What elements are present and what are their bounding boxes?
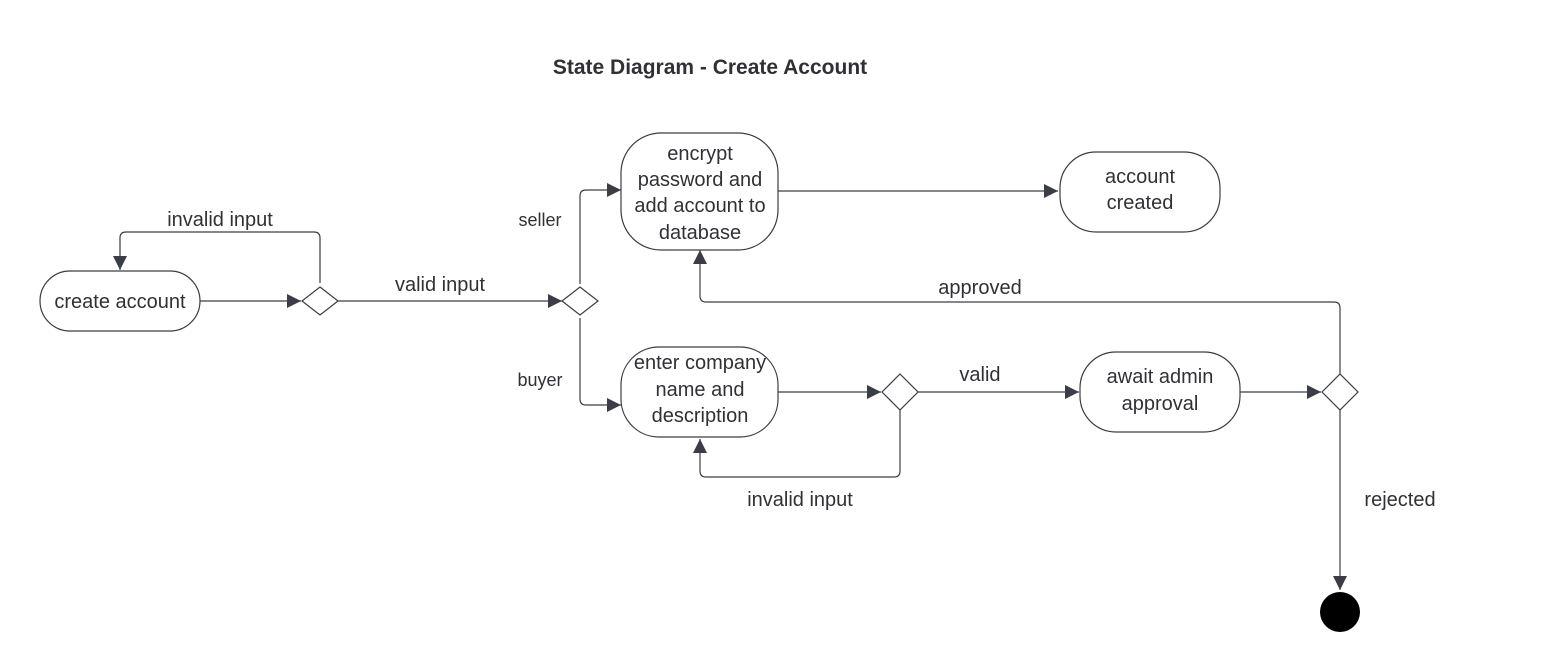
state-company-info-line-3: description (652, 405, 749, 427)
state-create-account-label: create account (54, 291, 186, 313)
edge-label-valid-input: valid input (395, 274, 486, 296)
edge-label-valid: valid (959, 364, 1000, 386)
state-account-created: account created (1059, 151, 1221, 233)
state-company-info-line-1: enter company (634, 352, 766, 374)
edge-buyer (579, 318, 621, 412)
state-company-info-line-2: name and (656, 379, 745, 401)
decision-validate-input (301, 286, 339, 316)
edge-seller (579, 183, 621, 284)
state-await-approval-line-1: await admin (1107, 366, 1214, 388)
state-account-created-line-1: account (1105, 166, 1175, 188)
state-encrypt-line-1: encrypt (667, 143, 733, 165)
state-company-info: enter company name and description (620, 346, 779, 438)
edge-label-invalid-input-bottom: invalid input (747, 489, 853, 511)
edge-label-buyer: buyer (517, 370, 562, 390)
state-await-approval-line-2: approval (1122, 393, 1199, 415)
edge-approved (693, 250, 1341, 374)
state-encrypt-line-2: password and (638, 169, 763, 191)
edge-label-approved: approved (938, 277, 1021, 299)
state-encrypt-line-4: database (659, 222, 741, 244)
final-state (1320, 592, 1360, 632)
state-encrypt-password: encrypt password and add account to data… (620, 132, 779, 251)
decision-account-type (561, 286, 599, 316)
state-encrypt-line-3: add account to (634, 195, 765, 217)
state-account-created-line-2: created (1107, 192, 1174, 214)
diagram-title: State Diagram - Create Account (553, 56, 867, 79)
edge-invalid-input-loop (113, 231, 321, 283)
state-create-account: create account (39, 270, 201, 332)
edge-invalid-input-loop-bottom (693, 410, 901, 478)
edge-label-invalid-input-top: invalid input (167, 209, 273, 231)
edge-label-rejected: rejected (1364, 489, 1435, 511)
decision-admin-approval (1321, 373, 1359, 411)
edge-label-seller: seller (518, 210, 561, 230)
state-await-approval: await admin approval (1079, 351, 1241, 433)
decision-validate-company (881, 373, 919, 411)
